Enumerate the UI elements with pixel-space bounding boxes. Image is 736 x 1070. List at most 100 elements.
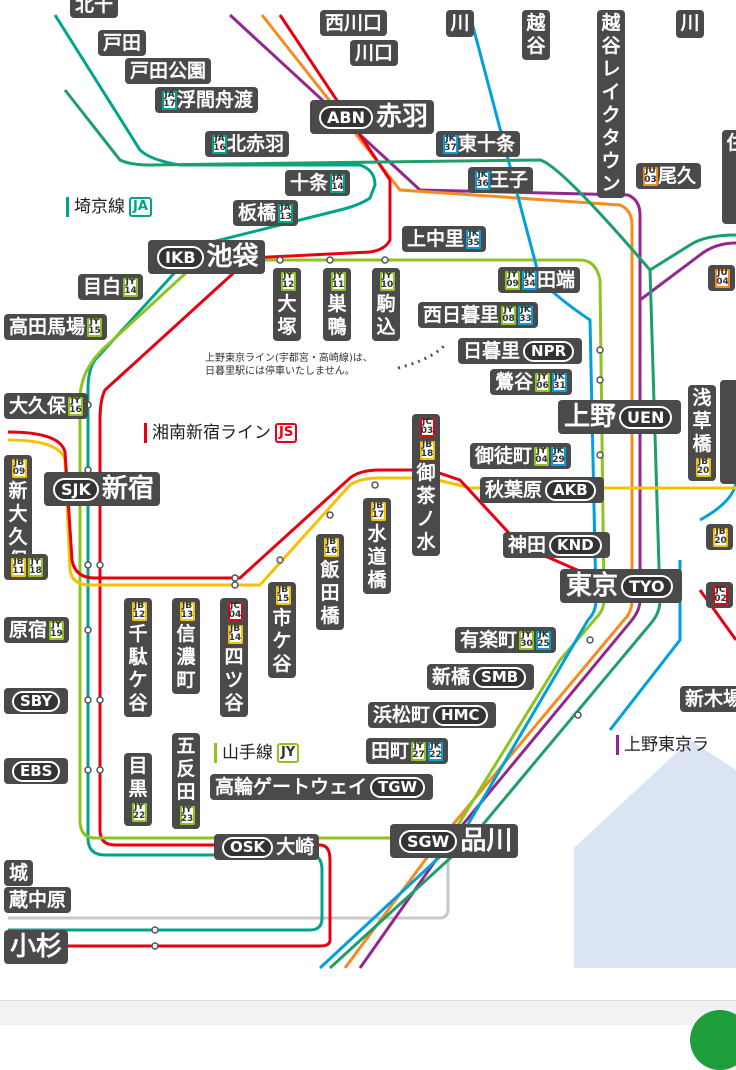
station-label: 東京 — [566, 571, 619, 601]
station-musashinakahara-partial[interactable]: 蔵中原 — [4, 887, 72, 913]
legend-tag: JA — [129, 197, 152, 217]
station-label: 越谷レイクタウン — [601, 12, 621, 195]
station-shinkawasaki-partial[interactable]: 城 — [4, 860, 34, 886]
station-ebisu[interactable]: EBS — [4, 758, 69, 784]
station-partial-kawa2[interactable]: 川 — [676, 10, 704, 38]
station-label: 秋葉原 — [485, 479, 543, 501]
station-label: 御茶ノ水 — [416, 462, 436, 553]
legend-label: 湘南新宿ライン — [152, 423, 271, 443]
station-code: OSK — [222, 837, 274, 858]
station-code: EBS — [12, 761, 61, 782]
station-label: 北十 — [75, 0, 114, 16]
station-todakoen[interactable]: 戸田公園 — [125, 58, 212, 84]
station-label: 城 — [9, 862, 29, 884]
station-koshigaya[interactable]: 越谷 — [522, 10, 550, 60]
station-kitasenju-partial[interactable]: 住 — [722, 130, 736, 224]
keiyo-line — [699, 479, 736, 522]
station-toda[interactable]: 戸田 — [98, 30, 147, 56]
station-partial-right[interactable] — [720, 380, 736, 484]
legend-label: 山手線 — [222, 743, 273, 763]
station-label: 上野 — [564, 402, 617, 432]
station-partial-kawa[interactable]: 川 — [446, 10, 474, 37]
action-button[interactable] — [690, 1010, 736, 1070]
station-partial-top[interactable]: 北十 — [70, 0, 119, 18]
station-code: SBY — [12, 691, 61, 712]
station-kawaguchi[interactable]: 川口 — [350, 40, 399, 66]
station-shinkiba[interactable]: 新木場 — [680, 686, 736, 712]
station-code: TYO — [621, 575, 673, 598]
station-label: 巣鴨 — [327, 293, 347, 338]
station-code: SJK — [53, 478, 99, 501]
station-shibuya[interactable]: SBY — [4, 688, 69, 714]
station-label: 浅草橋 — [692, 387, 712, 455]
station-label: 板橋 — [238, 202, 277, 224]
station-musashikosugi[interactable]: 小杉 — [4, 930, 69, 964]
station-koshigaya-laketown[interactable]: 越谷レイクタウン — [597, 10, 625, 198]
joban-line — [649, 233, 736, 272]
station-label: 高輪ゲートウェイ — [215, 776, 368, 798]
bottom-bar — [0, 1000, 736, 1025]
station-label: 川口 — [355, 42, 394, 64]
station-label: 品川 — [460, 826, 513, 856]
station-label: 戸田公園 — [130, 60, 207, 82]
station-nishikawaguchi[interactable]: 西川口 — [320, 10, 388, 36]
